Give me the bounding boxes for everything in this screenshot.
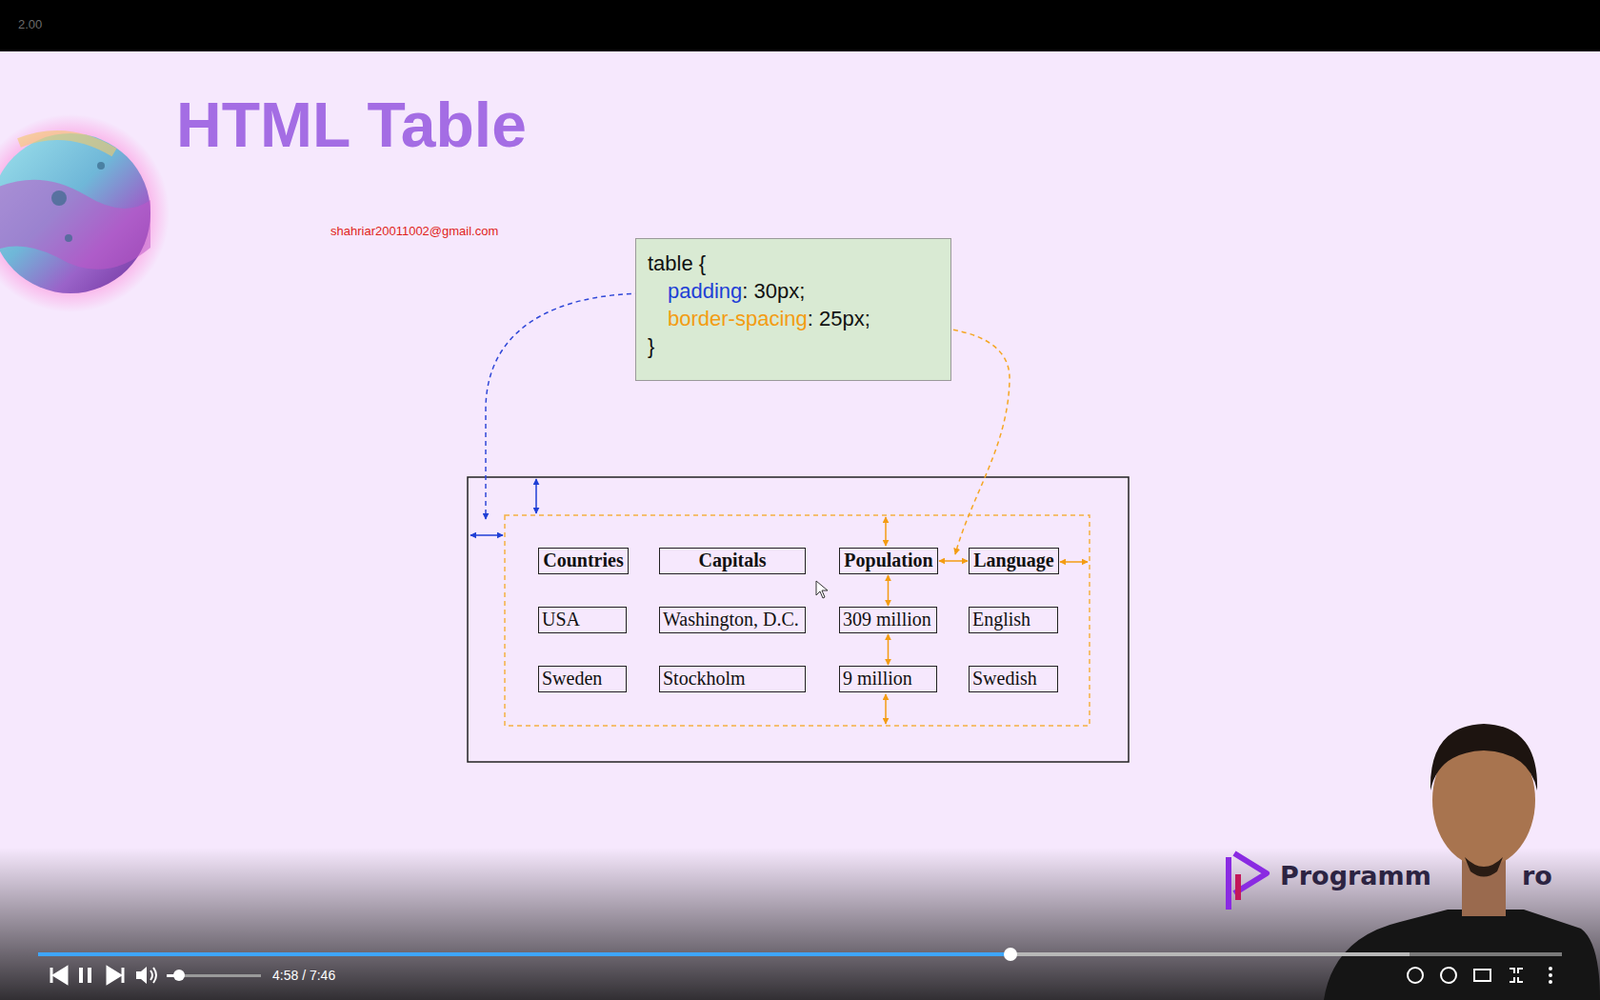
cell-text: USA <box>541 608 580 630</box>
table-header-cell: Population <box>839 547 939 575</box>
code-token: padding <box>667 279 742 303</box>
code-token: table { <box>647 251 706 276</box>
cell-text: Language <box>973 549 1054 571</box>
logo-text: ro <box>1521 862 1553 889</box>
code-line: table { <box>647 249 938 278</box>
cell-text: Countries <box>542 549 623 571</box>
cell-text: 309 million <box>842 608 932 630</box>
cell-text: Swedish <box>972 667 1038 689</box>
table-header-cell: Language <box>968 547 1060 575</box>
table-cell: Sweden <box>538 665 627 693</box>
cell-text: English <box>972 608 1031 630</box>
table-cell: USA <box>538 606 627 634</box>
slide-title: HTML Table <box>176 93 527 157</box>
cell-text: Population <box>843 549 933 571</box>
cell-text: 9 million <box>842 667 913 689</box>
table-cell: English <box>968 606 1059 634</box>
table-cell: Swedish <box>968 665 1059 693</box>
spacing-arrow <box>887 634 890 665</box>
time-display: 4:58 / 7:46 <box>272 967 336 983</box>
code-line: } <box>647 332 938 360</box>
spacing-arrow <box>939 560 968 562</box>
table-cell: Stockholm <box>659 665 806 693</box>
table-cell: 9 million <box>839 665 938 693</box>
code-token: : 25px; <box>807 306 871 331</box>
logo-text: Programm <box>1280 862 1432 889</box>
code-token: : 30px; <box>741 279 805 303</box>
code-token: border-spacing <box>667 306 808 331</box>
spacing-arrow <box>887 575 890 606</box>
code-line: padding: 30px; <box>647 277 938 305</box>
cell-text: Capitals <box>698 549 766 571</box>
table-header-cell: Countries <box>538 547 629 575</box>
code-box: table {padding: 30px;border-spacing: 25p… <box>635 238 952 381</box>
table-cell: 309 million <box>839 606 938 634</box>
playback-speed: 2.00 <box>18 17 42 32</box>
code-line: border-spacing: 25px; <box>647 304 938 333</box>
cell-text: Sweden <box>541 667 602 689</box>
cell-text: Washington, D.C. <box>662 608 800 630</box>
cell-text: Stockholm <box>662 667 746 689</box>
table-header-cell: Capitals <box>659 547 806 575</box>
watermark-email: shahriar20011002@gmail.com <box>330 223 499 239</box>
code-token: } <box>647 334 655 359</box>
table-cell: Washington, D.C. <box>659 606 806 634</box>
